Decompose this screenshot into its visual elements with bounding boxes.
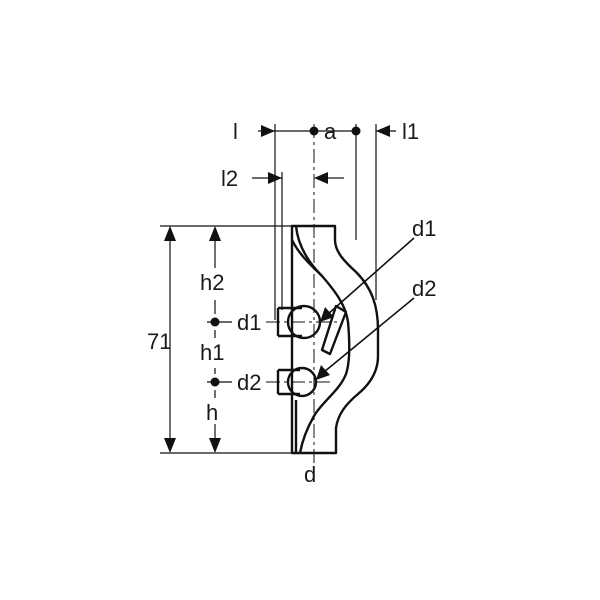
label-h: h: [206, 400, 218, 425]
label-d1-top: d1: [412, 216, 436, 241]
label-h2: h2: [200, 270, 224, 295]
label-d2-side: d2: [237, 370, 261, 395]
label-a: a: [324, 119, 337, 144]
label-l1: l1: [402, 119, 419, 144]
centre-lines: [266, 124, 340, 470]
label-l: l: [233, 119, 238, 144]
label-d1-side: d1: [237, 310, 261, 335]
leader-d1: [320, 237, 415, 322]
h-dimensions: [207, 226, 232, 453]
l2-dimension-line: [252, 172, 344, 184]
height-71-dimension: [160, 225, 292, 454]
label-l2: l2: [221, 166, 238, 191]
extension-lines: [274, 124, 377, 320]
label-d: d: [304, 462, 316, 487]
label-d2-top: d2: [412, 276, 436, 301]
leader-d2: [316, 297, 415, 380]
top-dimension-line: [258, 125, 396, 137]
label-overall-height: 71: [147, 329, 171, 354]
label-h1: h1: [200, 340, 224, 365]
